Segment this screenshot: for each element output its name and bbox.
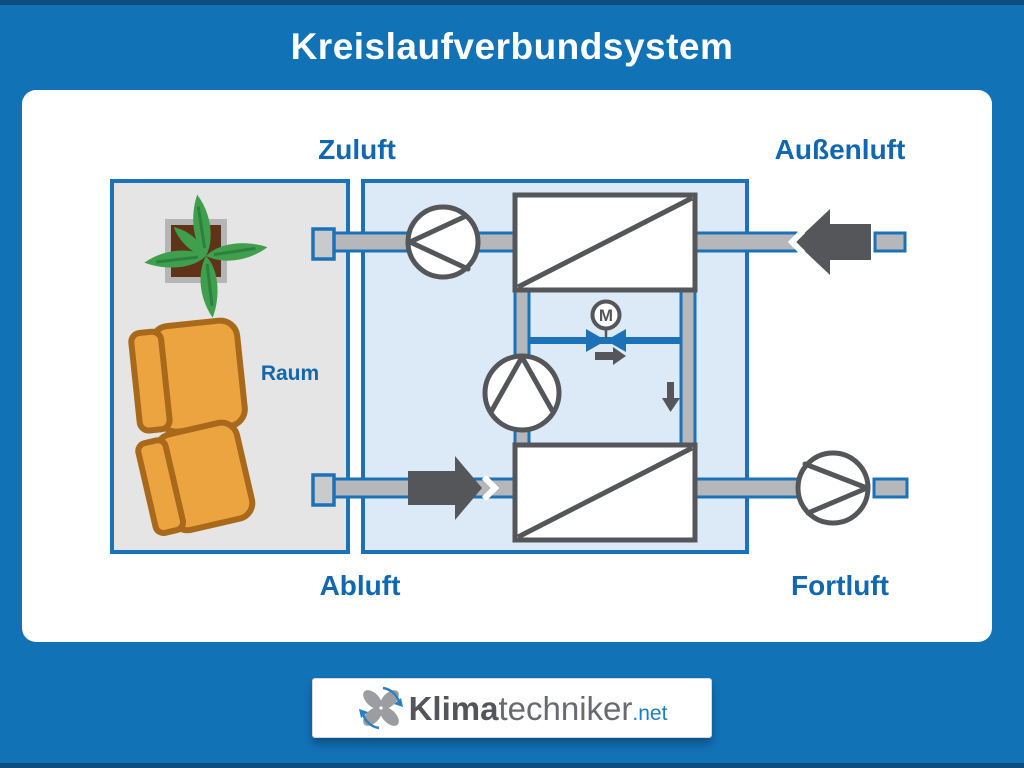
logo-wordmark: Klimatechniker.net bbox=[409, 692, 668, 725]
motor-valve-label: M bbox=[599, 306, 613, 325]
duct-notch bbox=[787, 228, 806, 256]
logo-text-bold: Klima bbox=[408, 689, 499, 727]
pump-icon bbox=[482, 353, 562, 433]
outdoor-air-arrow-icon bbox=[795, 209, 871, 275]
top-edge-strip bbox=[0, 0, 1024, 5]
exhaust-fan-icon bbox=[795, 450, 871, 526]
armchair-icon bbox=[135, 419, 256, 536]
extract-air-arrow-icon bbox=[408, 456, 482, 520]
logo-bar: Klimatechniker.net bbox=[312, 678, 712, 738]
hvac-diagram: M bbox=[110, 179, 909, 554]
plant-icon bbox=[144, 194, 268, 318]
heat-exchanger-top bbox=[512, 192, 698, 293]
supply-duct-connector bbox=[311, 227, 336, 261]
label-outdoor-air: Außenluft bbox=[774, 134, 906, 165]
exhaust-air-duct-stub bbox=[872, 477, 909, 499]
supply-fan-icon bbox=[405, 204, 481, 280]
motor-valve-icon: M bbox=[586, 299, 626, 352]
label-supply-air: Zuluft bbox=[318, 134, 396, 165]
label-exhaust-air: Fortluft bbox=[791, 570, 889, 601]
bottom-edge-strip bbox=[0, 763, 1024, 768]
page-title: Kreislaufverbundsystem bbox=[290, 26, 734, 67]
logo-text-regular: techniker bbox=[498, 689, 633, 727]
heat-exchanger-bottom bbox=[512, 442, 698, 543]
label-extract-air: Abluft bbox=[319, 570, 401, 601]
flow-right-arrow-icon bbox=[595, 347, 626, 365]
label-room: Raum bbox=[260, 362, 320, 385]
logo-text-tld: .net bbox=[632, 701, 668, 725]
diagram-panel: M bbox=[22, 90, 992, 642]
extract-duct-connector bbox=[311, 473, 336, 507]
duct-notch bbox=[481, 474, 500, 502]
flow-down-arrow-icon bbox=[662, 382, 680, 412]
outdoor-air-duct-stub bbox=[873, 231, 907, 253]
fan-logo-icon bbox=[358, 686, 403, 730]
armchair-icon bbox=[128, 317, 248, 435]
